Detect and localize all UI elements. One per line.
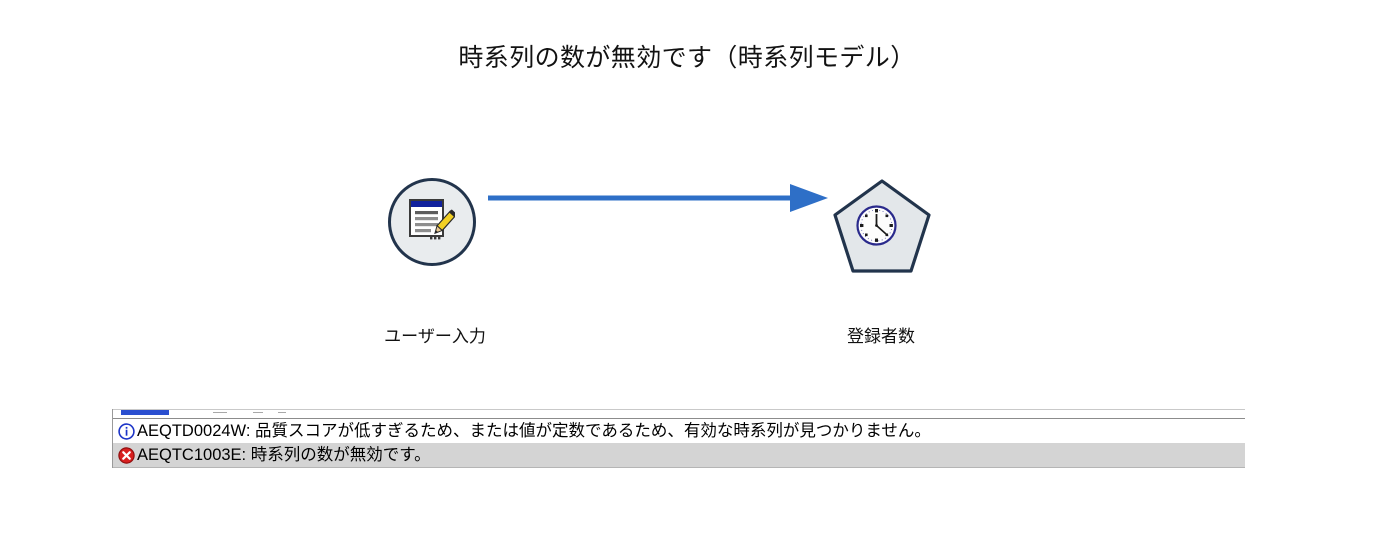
message-body: 時系列の数が無効です。	[246, 446, 431, 464]
message-panel[interactable]: AEQTD0024W: 品質スコアが低すぎるため、または値が定数であるため、有効…	[112, 409, 1245, 468]
header-divider-tick	[253, 412, 263, 413]
message-panel-bottom-edge	[113, 467, 1245, 468]
header-divider-tick	[213, 412, 227, 413]
header-divider-tick	[278, 412, 286, 413]
node-user-input-label: ユーザー入力	[384, 327, 486, 346]
node-time-series-label: 登録者数	[847, 327, 915, 346]
info-icon	[115, 421, 137, 441]
connector-arrow[interactable]	[488, 178, 828, 218]
message-body: 品質スコアが低すぎるため、または値が定数であるため、有効な時系列が見つかりません…	[250, 422, 931, 440]
error-icon	[115, 445, 137, 465]
message-row-error[interactable]: AEQTC1003E: 時系列の数が無効です。	[113, 443, 1245, 467]
document-pencil-icon	[408, 198, 457, 245]
header-selection-marker	[121, 410, 169, 415]
message-row-info[interactable]: AEQTD0024W: 品質スコアが低すぎるため、または値が定数であるため、有効…	[113, 419, 1245, 443]
stream-canvas[interactable]: ユーザー入力	[0, 120, 1374, 370]
message-code: AEQTD0024W:	[137, 422, 251, 440]
page-title: 時系列の数が無効です（時系列モデル）	[458, 44, 916, 72]
message-panel-header[interactable]	[113, 409, 1245, 419]
message-code: AEQTC1003E:	[137, 446, 247, 464]
message-row-error-text: AEQTC1003E: 時系列の数が無効です。	[137, 444, 431, 466]
clock-icon	[854, 203, 899, 248]
message-row-info-text: AEQTD0024W: 品質スコアが低すぎるため、または値が定数であるため、有効…	[137, 420, 931, 442]
